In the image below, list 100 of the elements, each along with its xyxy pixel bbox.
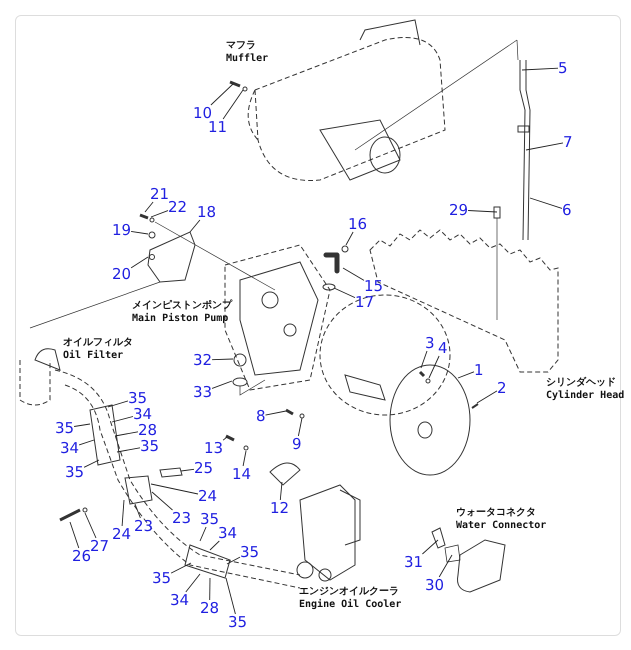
callout-number: 18 — [197, 204, 216, 220]
callout-number: 9 — [292, 436, 302, 452]
leader-line — [242, 450, 246, 466]
leader-line — [420, 350, 428, 368]
callout-number: 29 — [449, 202, 468, 218]
leader-line — [210, 84, 234, 106]
callout-number: 13 — [204, 440, 224, 456]
part-name-label: マフラ — [226, 40, 256, 52]
callout-number: 30 — [425, 577, 444, 593]
leader-line — [84, 512, 96, 538]
callout-number: 26 — [72, 548, 92, 564]
leader-line — [190, 220, 200, 232]
callout-number: 4 — [438, 340, 448, 356]
leader-line — [108, 400, 128, 408]
callout-number: 35 — [55, 420, 74, 436]
leader-line — [222, 436, 228, 441]
callout-number: 21 — [150, 186, 170, 202]
callout-number: 35 — [65, 464, 84, 480]
part-name-label: Water Connector — [456, 520, 546, 532]
leader-line — [116, 447, 140, 452]
leader-line — [170, 562, 192, 574]
leader-line — [150, 210, 168, 218]
callout-number: 15 — [364, 278, 384, 294]
leader-line — [180, 468, 194, 472]
callout-number: 35 — [200, 511, 220, 527]
leader-line — [78, 440, 94, 446]
callout-number: 19 — [112, 222, 132, 238]
leader-line — [438, 554, 452, 578]
callout-number: 25 — [194, 460, 214, 476]
part-name-label: エンジンオイルクーラ — [299, 586, 399, 598]
leader-line — [70, 522, 80, 548]
leader-line — [112, 416, 134, 422]
callout-number: 24 — [112, 526, 132, 542]
callout-number: 23 — [134, 518, 154, 534]
leader-line — [334, 288, 356, 298]
leader-line — [342, 268, 364, 281]
callout-number: 7 — [563, 134, 573, 150]
leader-line — [84, 460, 100, 468]
leader-line — [265, 410, 286, 416]
callout-number: 17 — [355, 294, 374, 310]
leader-line — [130, 256, 148, 268]
leader-line — [526, 142, 564, 150]
callout-number: 10 — [193, 105, 212, 121]
callout-number: 28 — [200, 600, 220, 616]
callout-number: 23 — [172, 510, 192, 526]
part-name-label: ウォータコネクタ — [456, 507, 536, 519]
leader-line — [428, 356, 440, 378]
part-name-label: Cylinder Head — [546, 390, 624, 402]
leader-line — [226, 556, 240, 564]
part-name-label: オイルフィルタ — [63, 337, 133, 349]
callout-number: 27 — [90, 538, 110, 554]
callout-number: 2 — [497, 380, 507, 396]
callout-number: 34 — [133, 406, 152, 422]
leader-line — [422, 540, 438, 554]
leader-line — [185, 574, 200, 592]
leader-line — [522, 68, 558, 70]
leader-line — [346, 232, 354, 246]
leader-line — [122, 500, 124, 526]
callout-number: 35 — [240, 544, 260, 560]
leader-line — [114, 431, 138, 436]
leader-line — [222, 90, 244, 120]
leader-line — [144, 202, 154, 212]
callout-number: 11 — [208, 119, 228, 135]
leader-line — [476, 390, 498, 404]
callout-number: 3 — [425, 335, 435, 351]
leader-line — [200, 526, 207, 542]
callout-number: 34 — [60, 440, 80, 456]
callout-number: 31 — [404, 554, 424, 570]
callout-number: 35 — [140, 438, 160, 454]
part-name-label: シリンダヘッド — [546, 377, 616, 389]
leader-line — [530, 198, 562, 209]
leader-line — [134, 504, 141, 518]
leader-line — [280, 482, 282, 500]
leader-line — [152, 492, 173, 510]
leader-line — [212, 358, 234, 360]
callout-number: 34 — [170, 592, 190, 608]
leader-line — [130, 230, 148, 234]
callout-number: 1 — [474, 362, 484, 378]
leader-line — [458, 371, 474, 378]
callout-number: 5 — [558, 60, 568, 76]
leader-line — [212, 380, 232, 389]
callout-number: 28 — [138, 422, 158, 438]
callout-number: 16 — [348, 216, 368, 232]
leader-line — [210, 540, 220, 550]
callout-number: 33 — [193, 384, 212, 400]
callout-number: 8 — [256, 408, 266, 424]
callout-number: 34 — [218, 525, 238, 541]
leader-line — [209, 578, 210, 600]
leader-line — [74, 424, 90, 427]
callout-number: 12 — [270, 500, 290, 516]
callout-number: 24 — [198, 488, 218, 504]
leader-line — [298, 418, 302, 436]
part-name-label: Oil Filter — [63, 350, 124, 362]
part-name-label: Muffler — [226, 53, 268, 65]
leader-line — [468, 210, 498, 212]
part-name-label: メインピストンポンプ — [132, 300, 232, 312]
leader-line — [150, 484, 198, 494]
callout-number: 6 — [562, 202, 572, 218]
leader-line — [226, 578, 236, 614]
callout-number: 35 — [128, 390, 148, 406]
